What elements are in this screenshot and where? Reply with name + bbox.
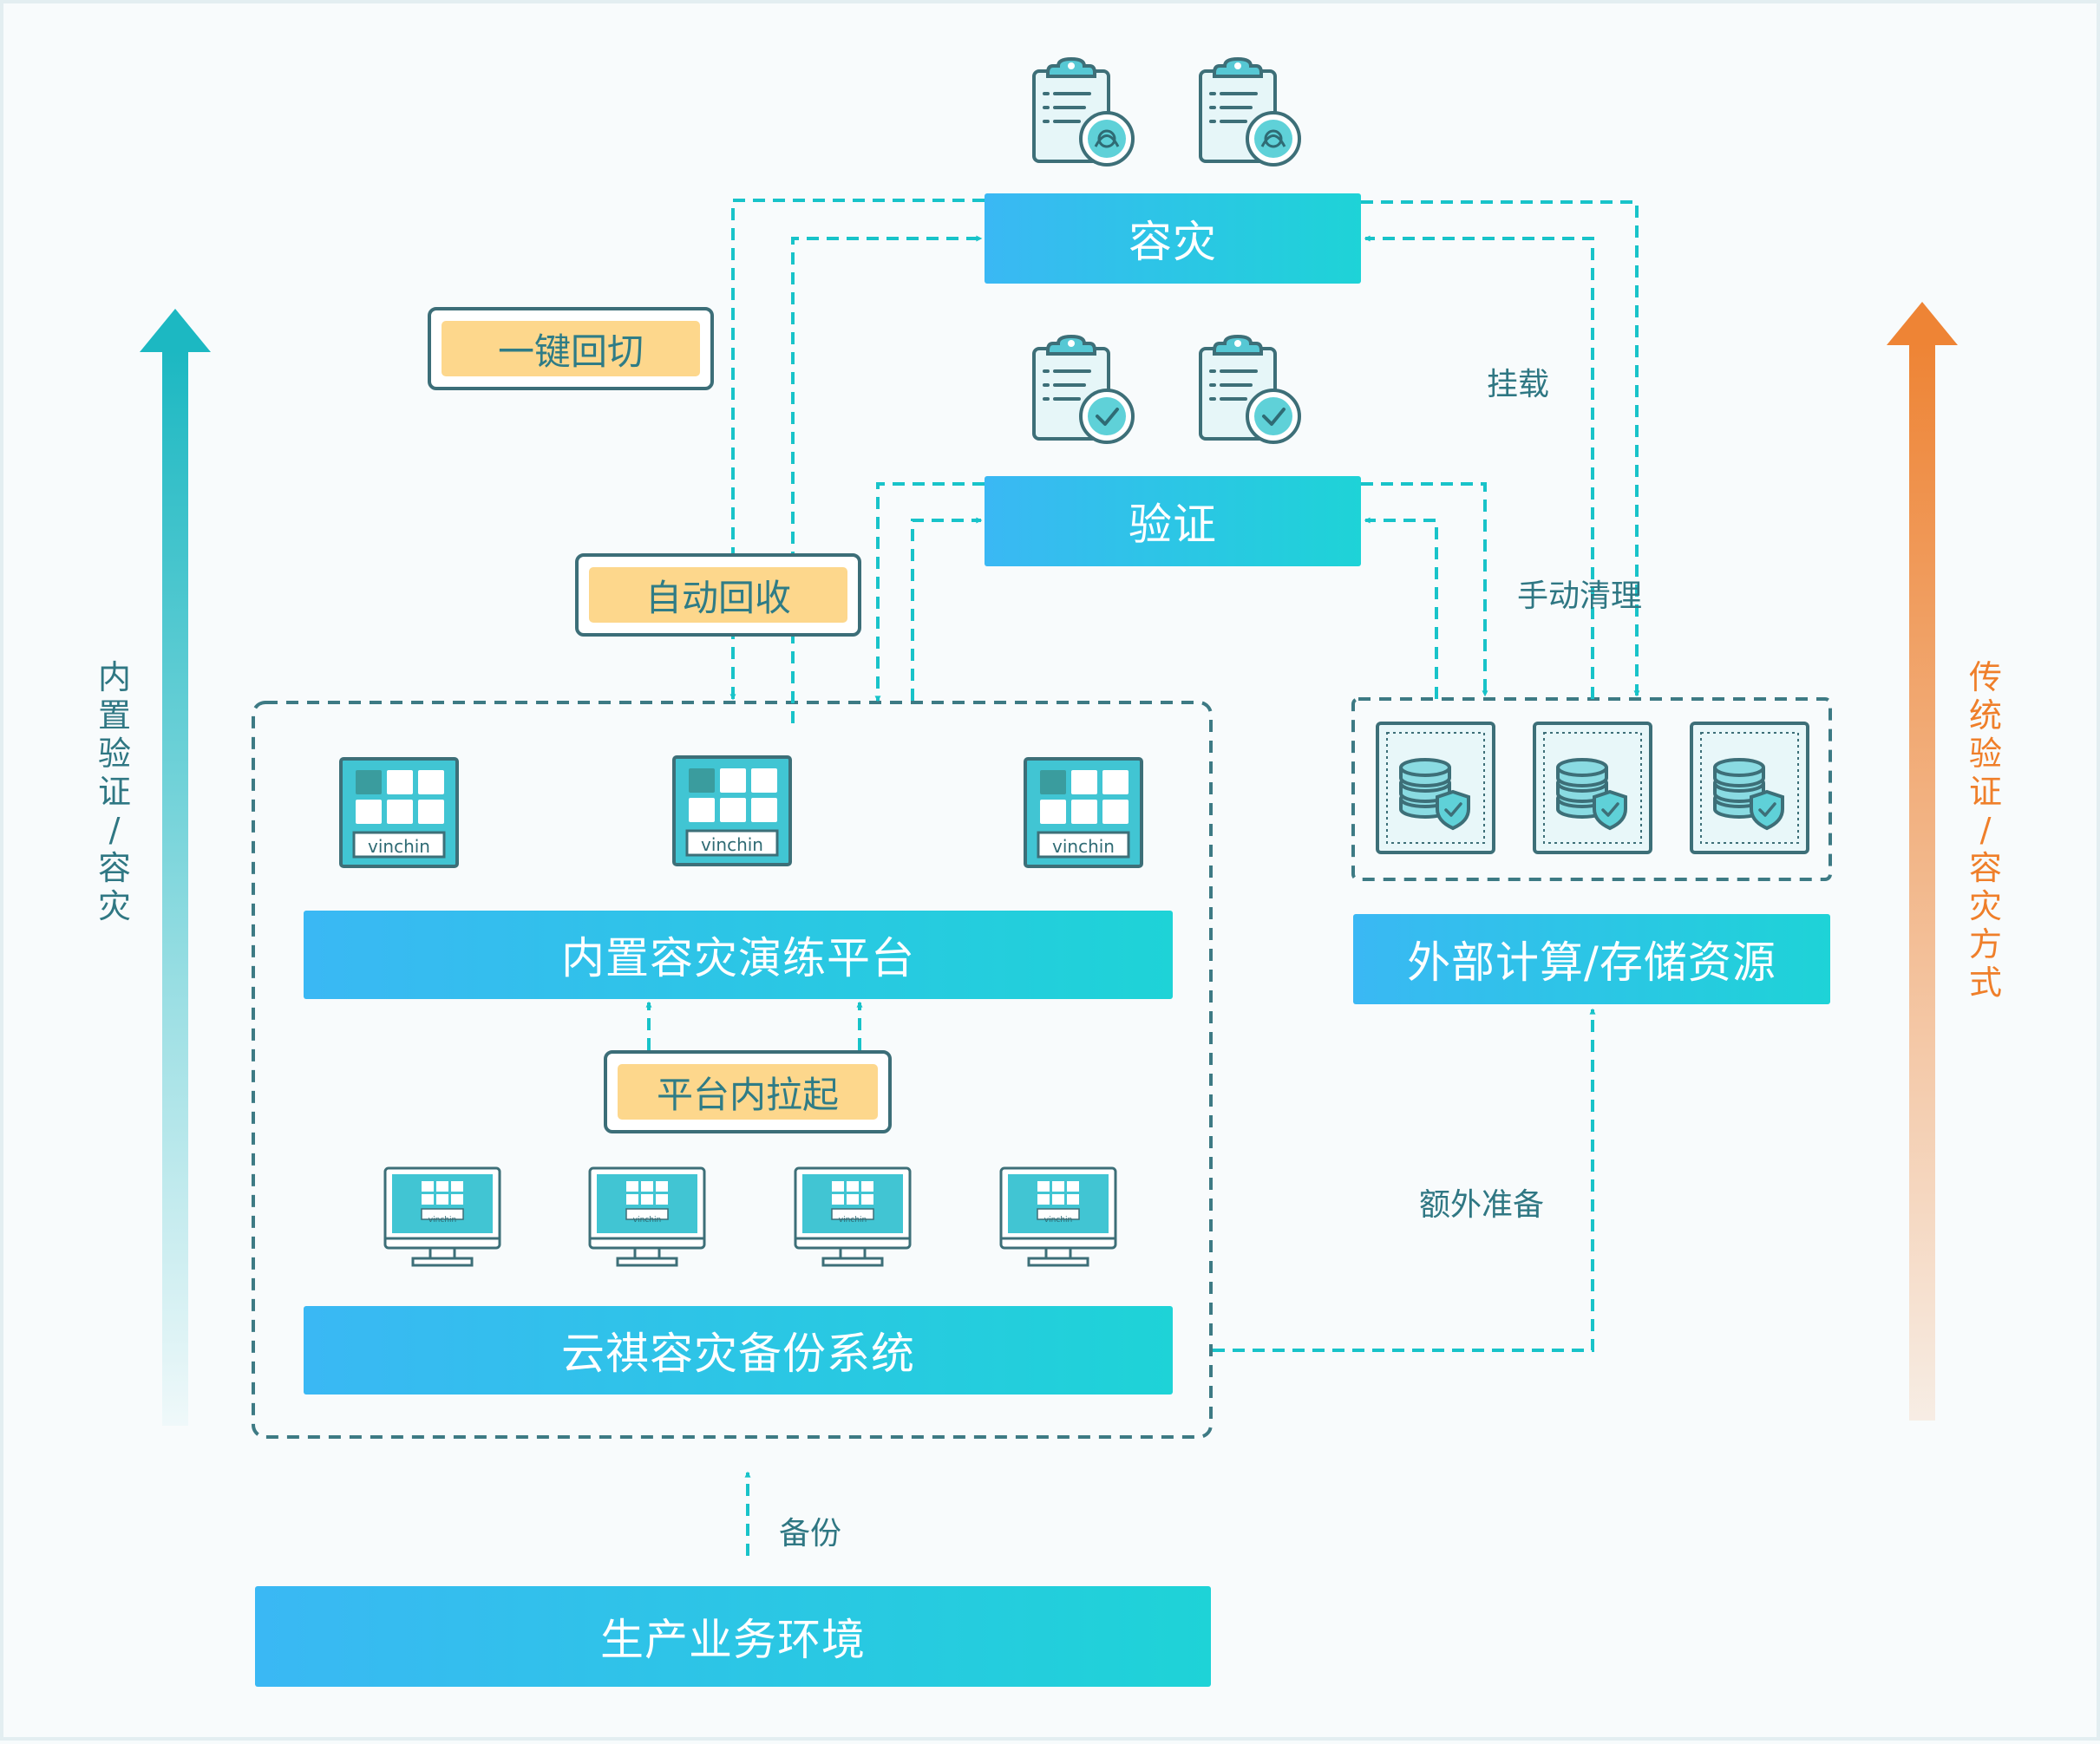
side-title-char: 统	[1968, 696, 2002, 735]
verify-node: 验证	[985, 476, 1361, 566]
one-key-switch-tag: 一键回切	[428, 307, 714, 390]
connector-frame-to-verify	[911, 517, 983, 701]
platform-launch-tag: 平台内拉起	[604, 1050, 892, 1133]
left-side-title: 内置验证/容灾	[88, 658, 141, 925]
side-title-char: 传	[1968, 658, 2002, 696]
clipboard-verify-icon	[1199, 335, 1301, 444]
manual-clean-label: 手动清理	[1517, 578, 1643, 614]
disaster-node: 容灾	[985, 193, 1361, 284]
side-title-char: 容	[1968, 849, 2002, 887]
brand-text: vinchin	[1052, 836, 1115, 857]
side-title-char: /	[1979, 811, 1992, 849]
clipboard-verify-icon	[1032, 335, 1135, 444]
production-node: 生产业务环境	[255, 1586, 1211, 1687]
connector-storage-to-verify	[1364, 517, 1438, 699]
backup-system-node: 云祺容灾备份系统	[304, 1306, 1173, 1395]
connector-disaster-to-frame	[729, 199, 985, 701]
brand-text: vinchin	[368, 836, 430, 857]
right-gradient-arrow	[1887, 302, 1958, 1421]
storage-database-icon	[1690, 722, 1809, 854]
side-title-char: 证	[1968, 773, 2002, 811]
platform-node: 内置容灾演练平台	[304, 911, 1173, 999]
side-title-char: 灾	[97, 887, 131, 925]
brand-text: vinchin	[633, 1216, 661, 1225]
storage-database-icon	[1533, 722, 1652, 854]
external-resource-node: 外部计算/存储资源	[1353, 914, 1830, 1004]
connector-verify-to-storage	[1361, 482, 1488, 697]
side-title-char: 验	[1968, 735, 2002, 773]
storage-database-icon	[1376, 722, 1495, 854]
right-side-title: 传统验证/容灾方式	[1959, 658, 2012, 1002]
side-title-char: 内	[97, 658, 131, 696]
side-title-char: 验	[97, 735, 131, 773]
clipboard-disaster-icon	[1032, 57, 1135, 167]
left-gradient-arrow	[140, 309, 211, 1426]
connector-verify-to-frame	[874, 482, 985, 702]
internal-platform-frame	[252, 701, 1213, 1439]
mount-label: 挂载	[1487, 367, 1550, 402]
connector-frame-to-disaster	[791, 235, 983, 723]
side-title-char: 灾	[1968, 887, 2002, 925]
side-title-char: 置	[97, 696, 131, 735]
clipboard-disaster-icon	[1199, 57, 1301, 167]
side-title-char: /	[108, 811, 121, 849]
side-title-char: 容	[97, 849, 131, 887]
brand-text: vinchin	[701, 834, 763, 855]
brand-text: vinchin	[1044, 1216, 1072, 1225]
connector-disaster-to-storage	[1361, 200, 1640, 697]
brand-text: vinchin	[839, 1216, 867, 1225]
auto-recycle-tag: 自动回收	[575, 553, 861, 637]
side-title-char: 证	[97, 773, 131, 811]
connector-backup-system-to-external	[1213, 1008, 1596, 1352]
side-title-char: 方	[1968, 925, 2002, 963]
backup-label: 备份	[779, 1516, 842, 1551]
brand-text: vinchin	[429, 1216, 456, 1225]
extra-prep-label: 额外准备	[1419, 1187, 1545, 1223]
side-title-char: 式	[1968, 963, 2002, 1002]
connector-storage-to-disaster	[1364, 235, 1594, 699]
connector-layer: vinchin vinchin vinchin vinchin vinchin …	[140, 57, 1958, 1556]
